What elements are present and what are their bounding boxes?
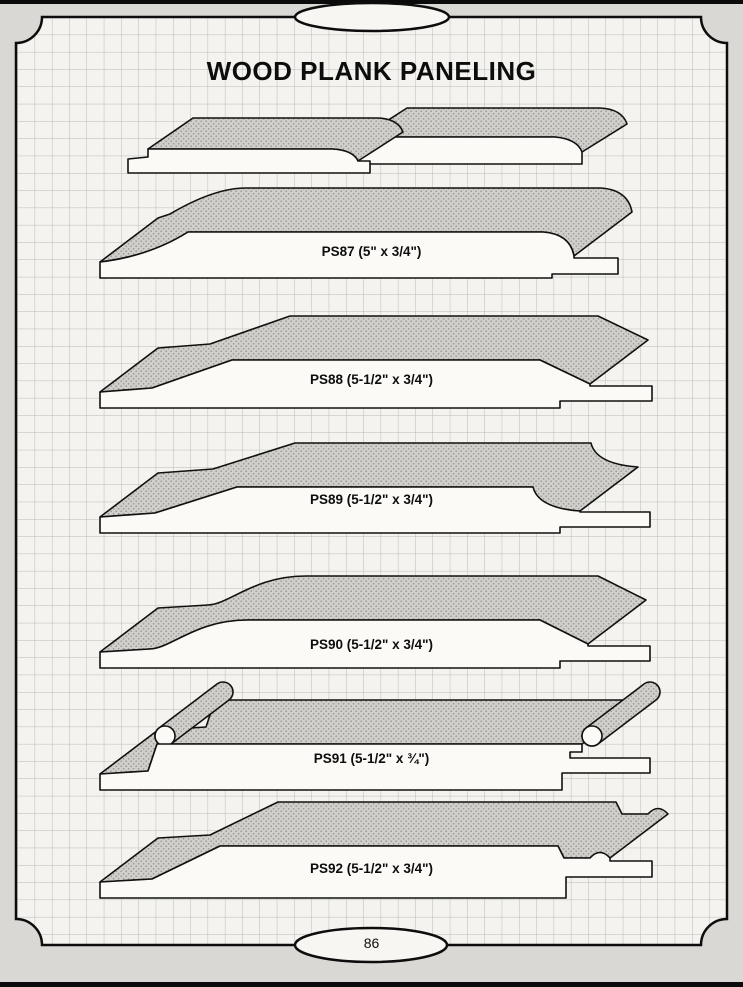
ps87-face [99, 231, 619, 279]
ps89-face [99, 486, 651, 534]
label-ps87: PS87 (5" x 3/4") [321, 244, 422, 259]
label-ps88: PS88 (5-1/2" x 3/4") [309, 372, 434, 387]
ps91-left-bead [154, 725, 176, 747]
ps91-face [99, 743, 651, 791]
label-ps89: PS89 (5-1/2" x 3/4") [309, 492, 434, 507]
page-number-oval [293, 926, 449, 964]
profile-drawing-ps89 [99, 442, 651, 534]
label-ps91: PS91 (5-1/2" x ¾") [313, 751, 430, 766]
label-ps92: PS92 (5-1/2" x 3/4") [309, 861, 434, 876]
profile-drawing-ps91 [99, 681, 661, 791]
ps91-right-bead [581, 725, 603, 747]
scan-edge-bottom [0, 982, 743, 987]
page-title: WOOD PLANK PANELING [206, 56, 537, 86]
top-oval-ornament [293, 1, 451, 33]
profile-drawing-ps87 [99, 187, 633, 279]
profile-drawing-ps90 [99, 575, 651, 669]
profile-drawing-ps88 [99, 315, 653, 409]
ps88-face [99, 359, 653, 409]
left-plank-face [127, 148, 371, 174]
label-ps90: PS90 (5-1/2" x 3/4") [309, 637, 434, 652]
profile-drawing-joint-detail [127, 107, 628, 174]
ps92-face [99, 845, 653, 899]
ps90-face [99, 619, 651, 669]
profile-drawing-ps92 [99, 801, 669, 899]
page-number: 86 [363, 935, 380, 951]
